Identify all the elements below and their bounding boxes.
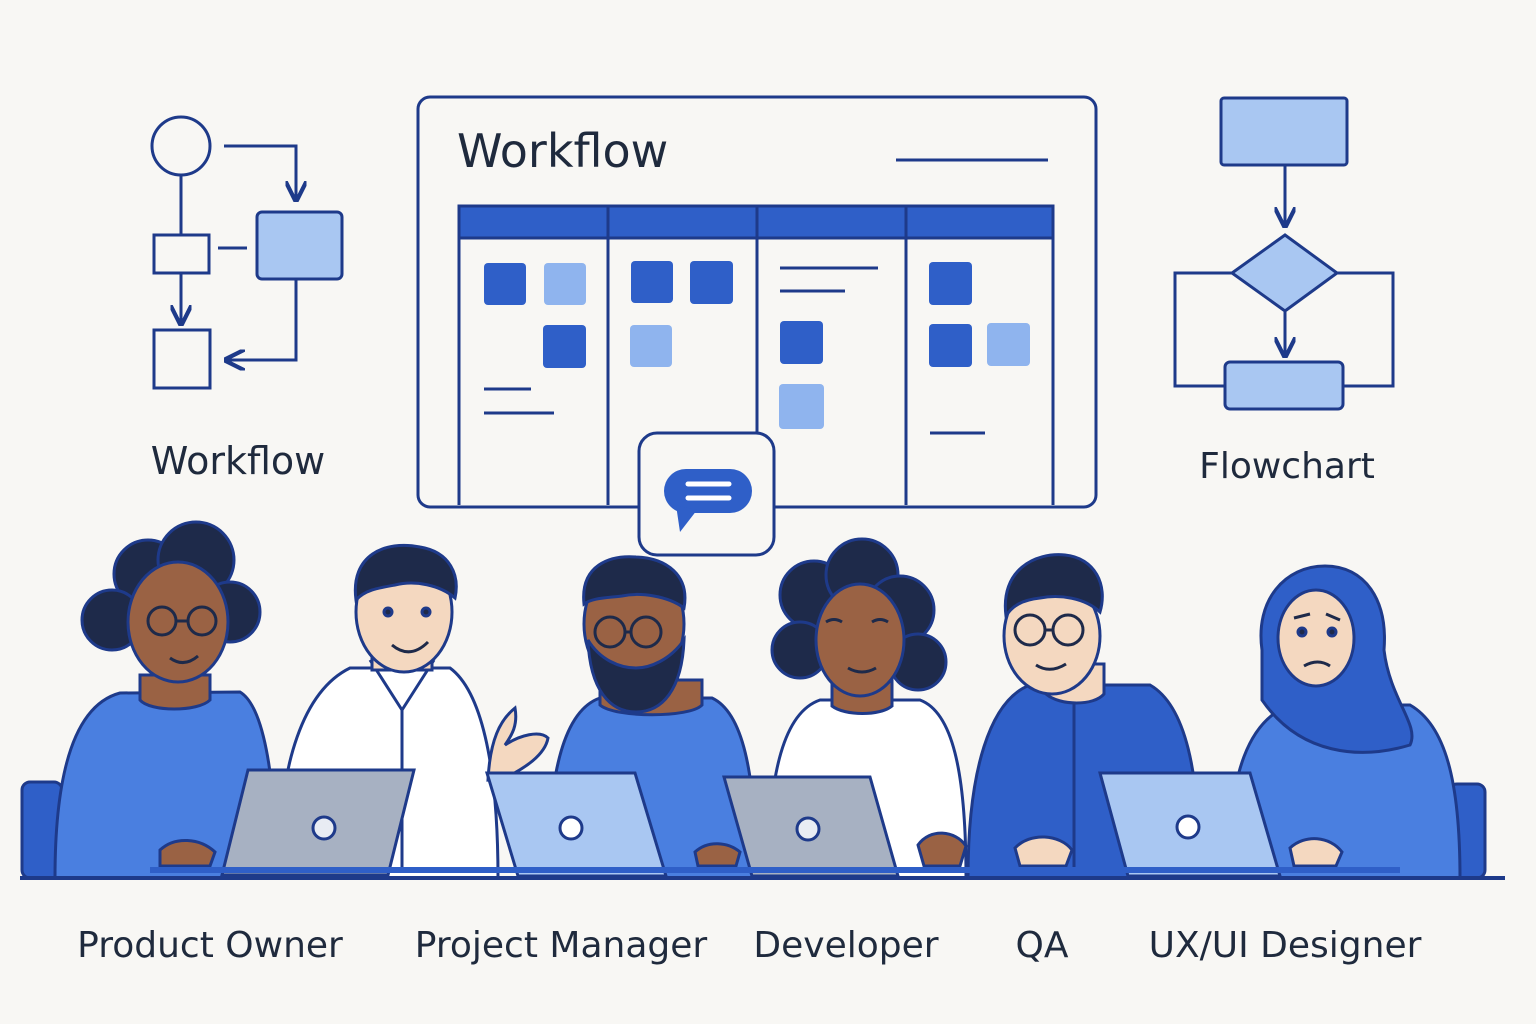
task-card[interactable]: [630, 325, 672, 367]
highlight-node: [255, 210, 344, 281]
task-card[interactable]: [544, 263, 586, 305]
flowchart-decision: [1229, 233, 1340, 313]
role-label-developer: Developer: [753, 925, 938, 966]
chat-bubble[interactable]: [637, 431, 776, 557]
right-flowchart: [1173, 96, 1395, 411]
chat-icon: [664, 469, 752, 532]
board-column-4: [929, 262, 1030, 435]
start-node: [150, 115, 212, 177]
right-diagram-label: Flowchart: [1199, 446, 1375, 487]
board-title: Workflow: [457, 124, 668, 178]
role-label-ux-ui-designer: UX/UI Designer: [1149, 925, 1422, 966]
role-label-qa: QA: [1016, 925, 1069, 966]
role-labels: Product Owner Project Manager Developer …: [77, 925, 1421, 966]
task-card[interactable]: [779, 384, 824, 429]
laptop-1[interactable]: [220, 768, 416, 877]
left-diagram-label: Workflow: [151, 439, 326, 483]
board-column-2: [630, 261, 733, 367]
task-card[interactable]: [780, 321, 823, 364]
laptop-2[interactable]: [484, 771, 669, 878]
role-label-product-owner: Product Owner: [77, 925, 343, 966]
board-column-3: [779, 266, 878, 429]
flowchart-end-box: [1223, 360, 1345, 411]
team-illustration: [20, 520, 1505, 880]
flowchart-start-box: [1219, 96, 1349, 167]
small-process-node: [152, 233, 211, 275]
laptop-4[interactable]: [1098, 771, 1282, 878]
laptop-3[interactable]: [722, 775, 900, 878]
task-card[interactable]: [987, 323, 1030, 366]
person-product-owner: [53, 520, 278, 880]
workflow-board: Workflow: [416, 95, 1098, 509]
task-card[interactable]: [484, 263, 526, 305]
task-card[interactable]: [929, 324, 972, 367]
task-card[interactable]: [929, 262, 972, 305]
task-card[interactable]: [631, 261, 673, 303]
left-workflow-diagram: [150, 115, 344, 390]
board-column-1: [484, 263, 586, 415]
task-card[interactable]: [690, 261, 733, 304]
role-label-project-manager: Project Manager: [415, 925, 708, 966]
person-ux-ui-designer: [1226, 564, 1462, 880]
end-node: [152, 328, 212, 390]
task-card[interactable]: [543, 325, 586, 368]
